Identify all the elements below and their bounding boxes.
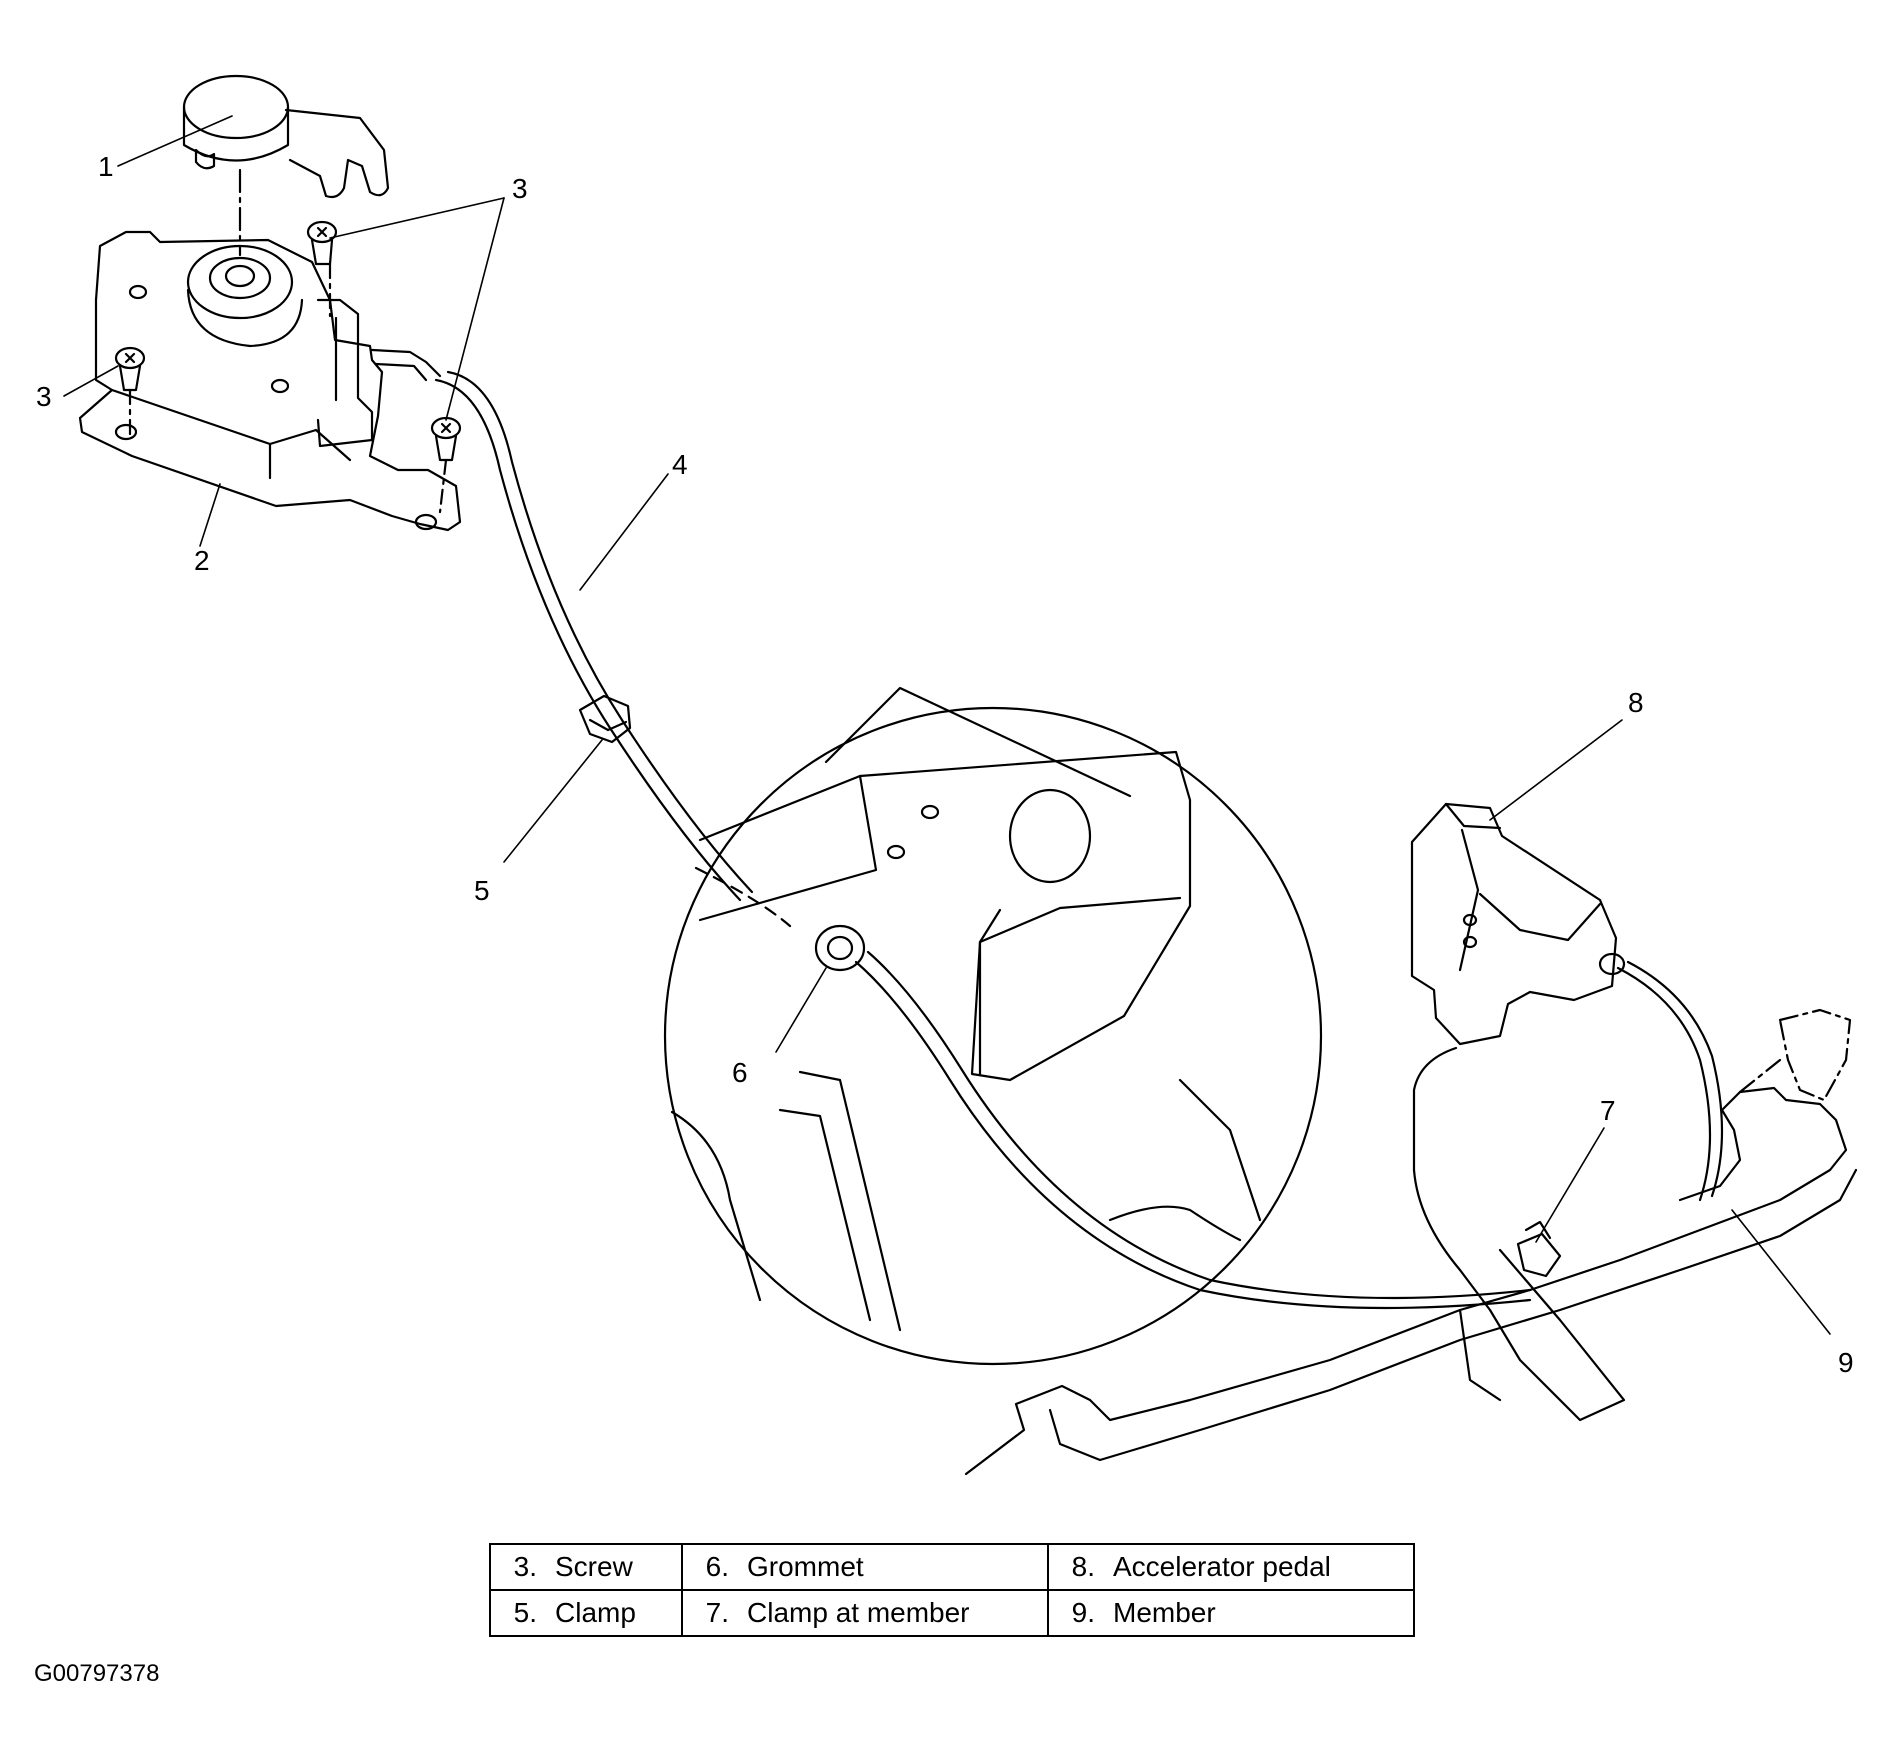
screw-3-bottom (430, 416, 462, 462)
legend-cell: 7.Clamp at member (681, 1589, 1049, 1637)
grommet-6 (814, 924, 1532, 1310)
accelerator-pedal-8 (1410, 802, 1724, 1422)
cover-part (182, 74, 390, 199)
member-9 (964, 1008, 1858, 1476)
callout-8: 8 (1628, 687, 1644, 718)
callout-1: 1 (98, 151, 114, 182)
callout-4: 4 (672, 449, 688, 480)
actuator-part (78, 230, 462, 532)
callout-5: 5 (474, 875, 490, 906)
legend-row: 5.Clamp 7.Clamp at member 9.Member (489, 1589, 1415, 1637)
legend-cell: 8.Accelerator pedal (1047, 1543, 1415, 1591)
figure-id: G00797378 (34, 1660, 160, 1687)
clamp-5 (578, 694, 632, 744)
detail-circle (663, 686, 1323, 1366)
leader-lines (63, 115, 1831, 1335)
legend-cell: 6.Grommet (681, 1543, 1049, 1591)
legend-cell: 5.Clamp (489, 1589, 683, 1637)
screw-3-top (306, 220, 338, 266)
parts-diagram: 1 2 3 3 4 5 6 7 8 9 (36, 74, 1858, 1476)
callout-7: 7 (1600, 1095, 1616, 1126)
callout-6: 6 (732, 1057, 748, 1088)
callout-3-top: 3 (512, 173, 528, 204)
clamp-at-member-7 (1516, 1220, 1562, 1278)
screw-3-left (114, 346, 146, 392)
parts-legend-table: 3.Screw 6.Grommet 8.Accelerator pedal 5.… (489, 1543, 1415, 1637)
legend-cell: 9.Member (1047, 1589, 1415, 1637)
cable-4 (434, 370, 792, 928)
callout-2: 2 (194, 545, 210, 576)
callout-9: 9 (1838, 1347, 1854, 1378)
callout-3-left: 3 (36, 381, 52, 412)
legend-cell: 3.Screw (489, 1543, 683, 1591)
legend-row: 3.Screw 6.Grommet 8.Accelerator pedal (489, 1543, 1415, 1591)
